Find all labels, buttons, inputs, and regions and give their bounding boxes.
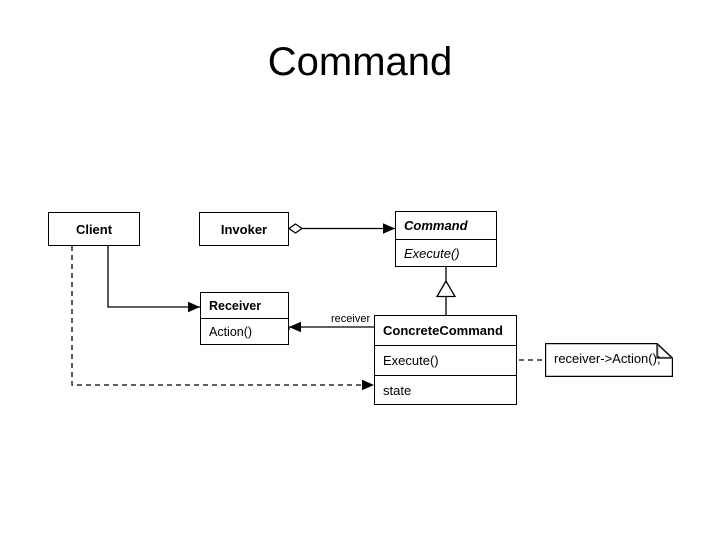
edge-client-to-concretecommand <box>71 246 374 391</box>
arrowhead-icon <box>188 301 200 313</box>
note-shape <box>545 343 673 377</box>
uml-class-name: Receiver <box>209 298 262 313</box>
uml-class-concretecommand[interactable]: ConcreteCommand Execute() state <box>374 315 517 405</box>
uml-attribute-state: state <box>375 375 516 404</box>
uml-operation-execute: Execute() <box>375 345 516 375</box>
aggregation-diamond-icon <box>287 223 304 234</box>
uml-class-name: Invoker <box>220 221 268 237</box>
uml-class-client[interactable]: Client <box>48 212 140 246</box>
arrowhead-icon <box>362 379 374 391</box>
uml-operation-action: Action() <box>201 318 288 344</box>
edge-label-receiver: receiver <box>330 313 372 325</box>
uml-class-name: Command <box>404 218 468 233</box>
uml-class-receiver[interactable]: Receiver Action() <box>200 292 289 345</box>
generalization-triangle-icon <box>435 279 457 298</box>
uml-operation-execute: Execute() <box>396 239 496 266</box>
note-text: receiver->Action(); <box>554 351 661 366</box>
arrowhead-icon <box>383 223 395 234</box>
edge-invoker-to-command <box>287 223 395 234</box>
edge-concretecommand-to-command <box>435 267 457 315</box>
uml-class-command[interactable]: Command Execute() <box>395 211 497 267</box>
page-title: Command <box>267 40 453 84</box>
uml-note-receiver-action[interactable]: receiver->Action(); <box>545 343 673 377</box>
uml-class-name: Client <box>75 221 113 237</box>
uml-class-name: ConcreteCommand <box>383 323 503 338</box>
arrowhead-icon <box>289 321 301 333</box>
uml-class-invoker[interactable]: Invoker <box>199 212 289 246</box>
edge-concretecommand-to-receiver <box>288 321 374 333</box>
edge-client-to-receiver <box>107 246 200 313</box>
